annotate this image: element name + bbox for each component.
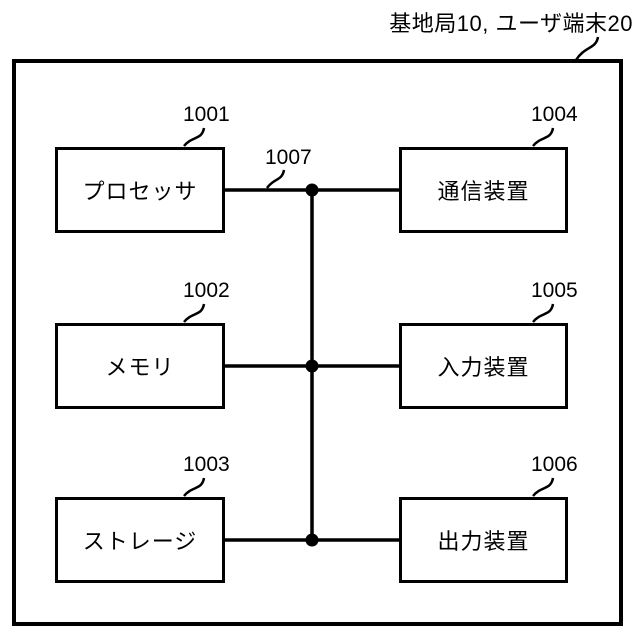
leader-1004	[532, 127, 555, 147]
ref-label-communication: 1004	[531, 103, 578, 126]
component-label-storage: ストレージ	[82, 529, 198, 554]
ref-label-memory: 1002	[183, 279, 230, 302]
component-box-input: 入力装置	[399, 323, 568, 409]
component-label-output: 出力装置	[437, 529, 530, 554]
leader-1002	[183, 303, 206, 323]
ref-label-output: 1006	[531, 453, 578, 476]
leader-1005	[532, 303, 555, 323]
leader-1003	[183, 477, 206, 497]
junction-dot-middle	[305, 359, 319, 373]
component-label-processor: プロセッサ	[82, 179, 198, 204]
figure-caption: 基地局10, ユーザ端末20	[389, 11, 633, 36]
component-box-output: 出力装置	[399, 497, 568, 583]
component-box-processor: プロセッサ	[55, 147, 225, 233]
ref-label-storage: 1003	[183, 453, 230, 476]
component-box-communication: 通信装置	[399, 147, 568, 233]
component-label-memory: メモリ	[105, 355, 175, 380]
leader-1007	[265, 169, 286, 189]
leader-caption	[574, 36, 600, 61]
ref-label-processor: 1001	[183, 103, 230, 126]
component-label-communication: 通信装置	[437, 179, 530, 204]
outer-frame	[12, 59, 623, 626]
junction-dot-bottom	[305, 533, 319, 547]
component-box-storage: ストレージ	[55, 497, 225, 583]
junction-dot-top	[305, 183, 319, 197]
component-box-memory: メモリ	[55, 323, 225, 409]
component-label-input: 入力装置	[437, 355, 530, 380]
ref-label-input: 1005	[531, 279, 578, 302]
ref-label-bus: 1007	[265, 146, 312, 169]
leader-1006	[532, 477, 555, 497]
leader-1001	[183, 127, 206, 147]
